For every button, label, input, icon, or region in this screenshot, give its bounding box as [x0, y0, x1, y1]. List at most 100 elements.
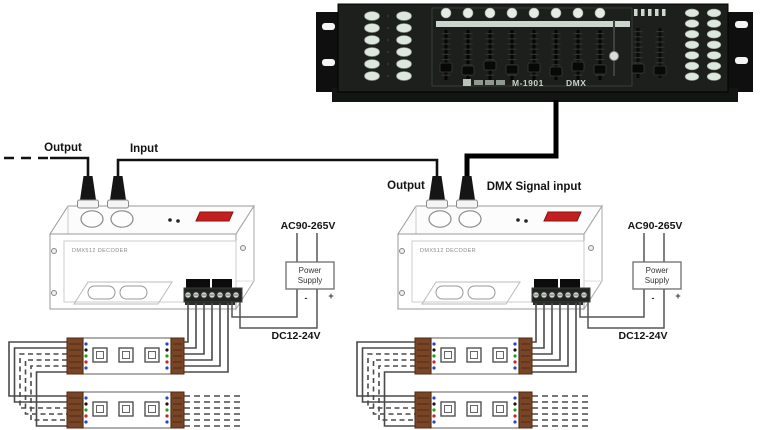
dmx-console-cable [464, 100, 559, 178]
fader-tick [551, 43, 561, 45]
fader-tick [507, 48, 517, 50]
case-screw [399, 290, 405, 296]
console-button [364, 47, 380, 57]
positive-sign: + [675, 291, 680, 301]
console-button [440, 7, 452, 19]
power-supplies: PowerSupplyAC90-265V-+DC12-24VPowerSuppl… [231, 220, 682, 342]
indicator-led [516, 218, 520, 222]
wire-color-dot [84, 348, 88, 352]
fader-tick [595, 33, 605, 35]
wire-color-dot [84, 408, 88, 412]
led-window [444, 351, 452, 359]
strip-wire [184, 303, 189, 343]
console-button [396, 11, 412, 21]
panel-tick [648, 9, 652, 16]
decoder-inner-panel [63, 240, 237, 303]
fader-tick [595, 59, 605, 61]
fader-tick [573, 38, 583, 40]
console-controls [364, 7, 722, 81]
wire-color-dot [165, 360, 169, 364]
fader-tick [463, 59, 473, 61]
right-output-label: Output [387, 180, 425, 192]
case-screw [240, 245, 246, 251]
indicator-led [176, 219, 180, 223]
fader-tick [633, 57, 643, 59]
fader-tick [595, 38, 605, 40]
led-strip [414, 337, 533, 375]
led-window [96, 405, 104, 413]
brand-logo-mark [463, 79, 471, 86]
panel-dot [387, 39, 389, 41]
fader-tick [595, 43, 605, 45]
strip-wire [184, 303, 205, 355]
console-button [396, 59, 412, 69]
right-strip-group [356, 303, 588, 429]
case-screw [51, 290, 57, 296]
strip-wire [184, 303, 221, 367]
panel-dot [387, 27, 389, 29]
fader-tick [463, 43, 473, 45]
fader-tick [633, 31, 643, 33]
xlr-plugs [77, 176, 478, 209]
power-supply-box [285, 261, 335, 290]
wire-color-dot [165, 420, 169, 424]
console-button [706, 40, 722, 49]
relay-block [534, 279, 558, 288]
bracket-slot [735, 57, 748, 64]
fader-knob [593, 64, 607, 75]
led-window [148, 405, 156, 413]
fader-tick [441, 48, 451, 50]
fader-tick [441, 74, 451, 76]
strip-jumper-wire [383, 371, 415, 427]
panel-tick [655, 9, 659, 16]
fader-tick [507, 74, 517, 76]
fader-tick [655, 31, 665, 33]
fader-tick [573, 53, 583, 55]
console-button [706, 30, 722, 39]
fader-tick [655, 46, 665, 48]
fader-tick [655, 36, 665, 38]
fader-tick [655, 41, 665, 43]
led-window [96, 351, 104, 359]
bracket-slot [322, 59, 335, 66]
console-button [462, 7, 474, 19]
console-button [396, 71, 412, 81]
fader-knob [505, 64, 519, 75]
wire-color-dot [84, 402, 88, 406]
wire-color-dot [432, 414, 436, 418]
fader-tick [529, 38, 539, 40]
console-button [550, 7, 562, 19]
strip-jumper-wire [24, 359, 67, 415]
power-supply-box [632, 261, 682, 290]
fader-tick [463, 64, 473, 66]
decoder-link-wire [116, 158, 439, 178]
wire-color-dot [165, 342, 169, 346]
console-button [594, 7, 606, 19]
fader-tick [573, 43, 583, 45]
led-window [496, 405, 504, 413]
dc-voltage-label: DC12-24V [618, 330, 667, 342]
console-button [396, 23, 412, 33]
wire-color-dot [513, 408, 517, 412]
fader-tick [485, 48, 495, 50]
fader-tick [595, 74, 605, 76]
panel-tick [662, 9, 666, 16]
wire-color-dot [432, 366, 436, 370]
vent [467, 285, 496, 300]
fader-tick [595, 53, 605, 55]
vent-outline [421, 281, 521, 305]
plug-collar [426, 199, 448, 209]
brand-logo-mark [496, 80, 505, 85]
wire-color-dot [84, 396, 88, 400]
console-button [684, 19, 700, 28]
led-strips [8, 303, 588, 429]
fader-tick [463, 48, 473, 50]
fader-tick [441, 33, 451, 35]
wire-color-dot [165, 402, 169, 406]
fader-tick [463, 33, 473, 35]
fader-tick [633, 46, 643, 48]
strip-jumper-wire [8, 341, 67, 397]
